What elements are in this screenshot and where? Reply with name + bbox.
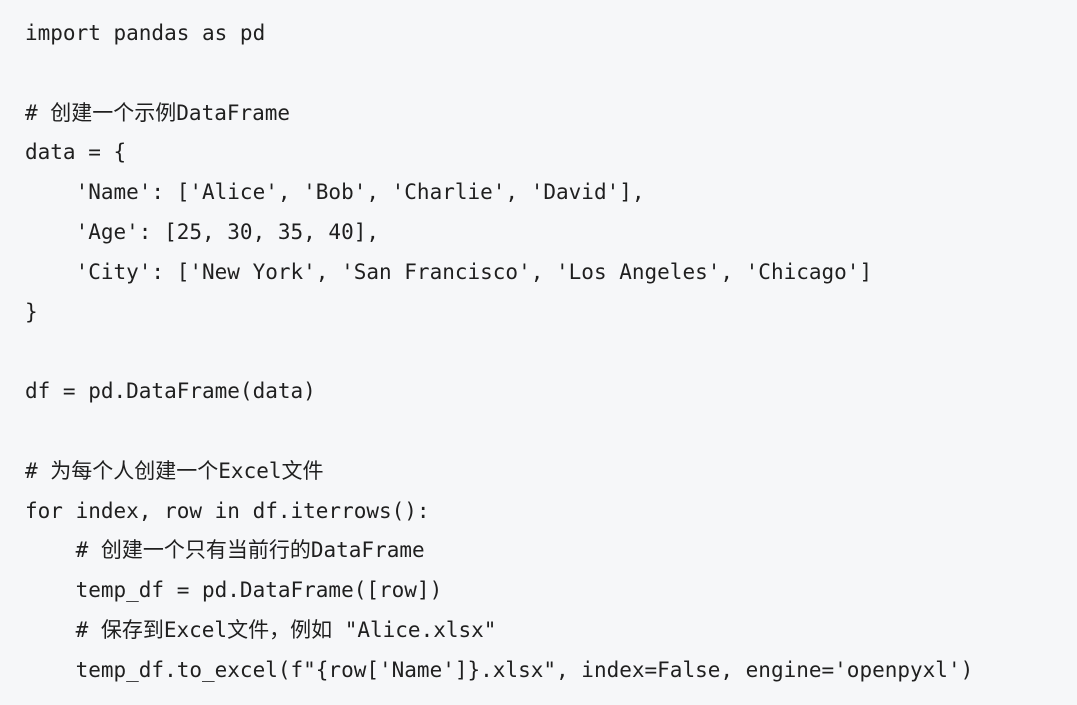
- code-line-blank: [25, 54, 1077, 94]
- code-line-blank: [25, 412, 1077, 452]
- code-line-comment-save: # 保存到Excel文件，例如 "Alice.xlsx": [25, 617, 497, 642]
- code-line-temp-df: temp_df = pd.DataFrame([row]): [25, 578, 443, 603]
- code-line-city-list: 'City': ['New York', 'San Francisco', 'L…: [25, 259, 873, 284]
- code-line-to-excel: temp_df.to_excel(f"{row['Name']}.xlsx", …: [25, 657, 974, 682]
- code-line-dataframe: df = pd.DataFrame(data): [25, 379, 316, 404]
- code-line-blank: [25, 332, 1077, 372]
- code-line-name-list: 'Name': ['Alice', 'Bob', 'Charlie', 'Dav…: [25, 180, 645, 205]
- code-line-import: import pandas as pd: [25, 21, 266, 45]
- code-line-data-open: data = {: [25, 140, 127, 165]
- code-line-data-close: }: [25, 299, 38, 324]
- code-line-comment-current-row: # 创建一个只有当前行的DataFrame: [25, 538, 425, 563]
- code-line-for-loop: for index, row in df.iterrows():: [25, 498, 430, 523]
- code-line-comment-per-person: # 为每个人创建一个Excel文件: [25, 458, 324, 483]
- code-line-age-list: 'Age': [25, 30, 35, 40],: [25, 219, 380, 244]
- code-line-comment-create-dataframe: # 创建一个示例DataFrame: [25, 100, 291, 125]
